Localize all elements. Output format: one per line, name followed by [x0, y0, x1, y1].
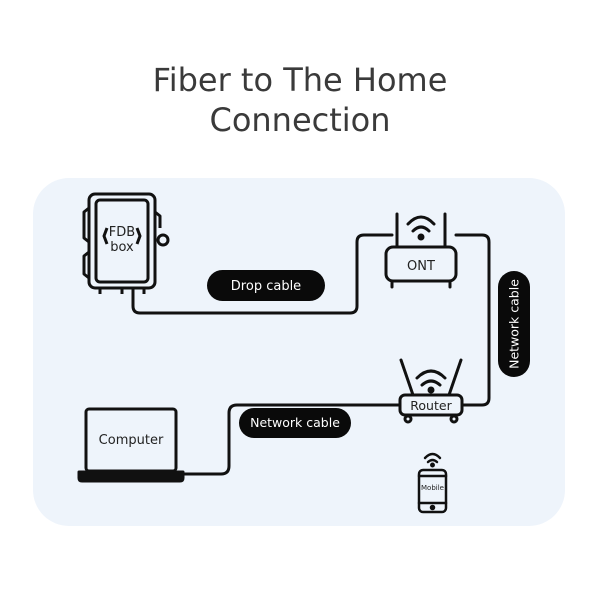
network-cable-vertical-badge: Network cable: [498, 271, 530, 377]
router-label: Router: [410, 398, 452, 413]
page-title-line-1: Fiber to The Home: [152, 61, 448, 99]
drop-cable-line: [131, 233, 394, 315]
fdb-box-label-line-1: FDB: [109, 225, 135, 240]
network-cable-horizontal-badge: Network cable: [239, 408, 351, 438]
drop-cable-badge: Drop cable: [207, 270, 325, 301]
network-cable-horizontal-line: [181, 403, 402, 476]
computer-icon: [77, 407, 185, 483]
page-title-line-2: Connection: [209, 101, 391, 139]
drop-cable-label: Drop cable: [231, 279, 301, 294]
page-title: Fiber to The Home Connection: [0, 60, 600, 140]
fdb-box-icon: [82, 192, 170, 294]
router-icon: [398, 358, 464, 424]
mobile-label: Mobile: [421, 484, 444, 492]
ont-icon: [384, 212, 458, 289]
fdb-box-label-line-2: box: [110, 240, 134, 255]
network-cable-vertical-line: [454, 233, 491, 407]
computer-label: Computer: [99, 433, 164, 448]
mobile-icon: [417, 452, 448, 514]
network-cable-vertical-label: Network cable: [507, 279, 522, 369]
network-cable-horizontal-label: Network cable: [250, 415, 340, 430]
ont-label: ONT: [407, 259, 435, 274]
